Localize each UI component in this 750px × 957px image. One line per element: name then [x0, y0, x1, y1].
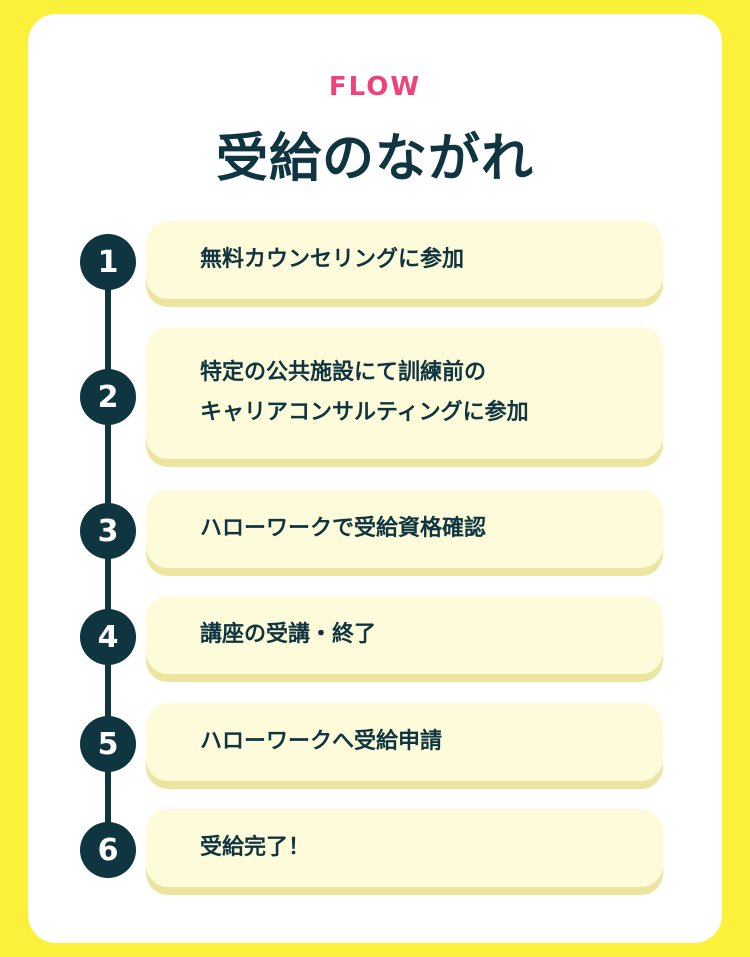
page-title: 受給のながれ — [215, 129, 534, 189]
step-text: 特定の公共施設にて訓練前の キャリアコンサルティングに参加 — [200, 360, 529, 425]
step-card-4: 講座の受講・終了 — [146, 596, 663, 674]
step-text: 受給完了！ — [200, 835, 311, 860]
step-number-badge: 2 — [80, 369, 136, 425]
step-number-badge: 5 — [80, 716, 136, 772]
step-card-1: 無料カウンセリングに参加 — [146, 221, 663, 299]
step-text: ハローワークで受給資格確認 — [200, 516, 487, 541]
step-card-5: ハローワークへ受給申請 — [146, 703, 663, 781]
step-number-badge: 4 — [80, 609, 136, 665]
step-text: 無料カウンセリングに参加 — [200, 247, 465, 272]
step-number-badge: 3 — [80, 503, 136, 559]
step-text: ハローワークへ受給申請 — [200, 729, 443, 754]
step-text: 講座の受講・終了 — [200, 622, 377, 647]
step-card-3: ハローワークで受給資格確認 — [146, 490, 663, 568]
step-card-6: 受給完了！ — [146, 809, 663, 887]
flow-card — [28, 14, 722, 943]
step-number-badge: 6 — [80, 822, 136, 878]
step-number-badge: 1 — [80, 234, 136, 290]
step-card-2: 特定の公共施設にて訓練前の キャリアコンサルティングに参加 — [146, 327, 663, 459]
section-eyebrow: FLOW — [328, 72, 422, 102]
